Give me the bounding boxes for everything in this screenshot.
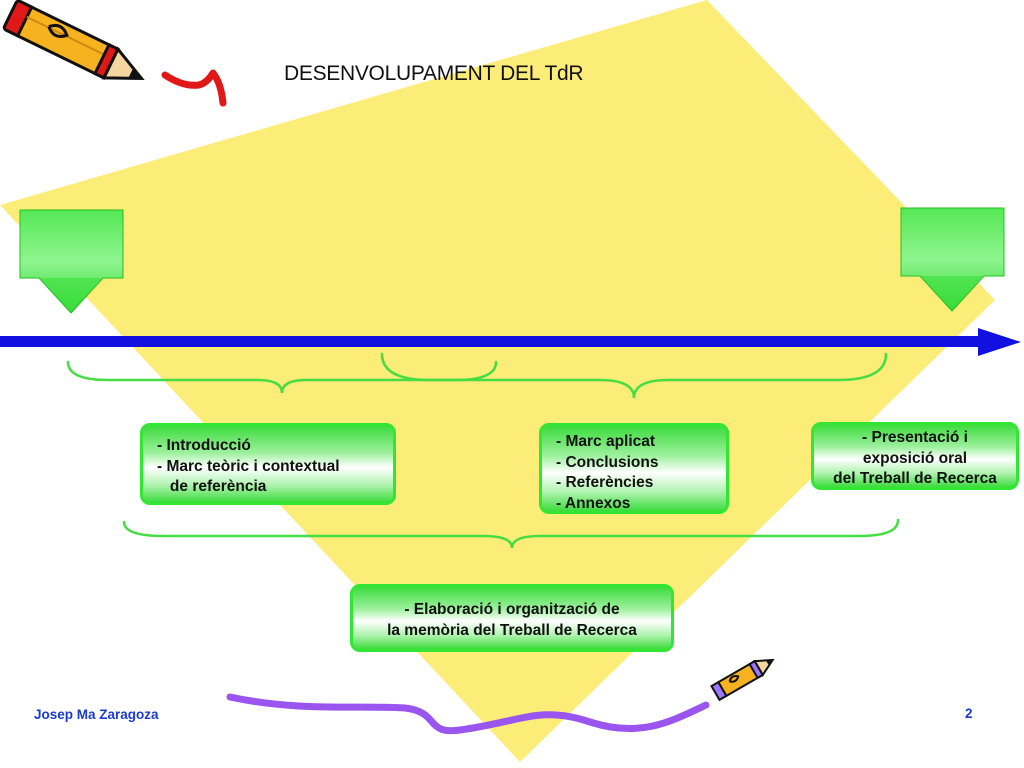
box-line: - Marc aplicat bbox=[556, 433, 656, 450]
box-line: la memòria del Treball de Recerca bbox=[387, 621, 637, 639]
box-line: - Introducció bbox=[157, 437, 251, 454]
phase-box-elaboration: - Elaboració i organització de la memòri… bbox=[350, 584, 674, 652]
box-line: exposició oral bbox=[862, 449, 968, 467]
squiggle-line bbox=[226, 693, 710, 735]
box-line: - Elaboració i organització de bbox=[404, 601, 620, 618]
down-arrow-icon bbox=[900, 207, 1005, 312]
pencil-icon bbox=[710, 658, 775, 702]
brace-full-writing bbox=[122, 518, 900, 549]
phase-box-presentation: - Presentació i exposició oral del Treba… bbox=[811, 422, 1019, 490]
pencil-scribble bbox=[161, 69, 227, 107]
phase-box-applied: - Marc aplicat - Conclusions - Referènci… bbox=[539, 423, 729, 514]
phase-box-introduction: - Introducció - Marc teòric i contextual… bbox=[140, 423, 396, 505]
box-line: - Annexos bbox=[556, 494, 631, 512]
box-line: - Marc teòric i contextual bbox=[157, 457, 340, 475]
box-line: - Referències bbox=[556, 474, 654, 491]
box-line: del Treball de Recerca bbox=[833, 470, 997, 487]
slide-title: DESENVOLUPAMENT DEL TdR bbox=[284, 62, 584, 85]
brace-second-phase bbox=[380, 352, 888, 399]
down-arrow-icon bbox=[19, 209, 124, 314]
page-number: 2 bbox=[965, 706, 973, 721]
pencil-icon bbox=[2, 0, 145, 80]
timeline-arrow bbox=[0, 328, 1021, 356]
author-name: Josep Ma Zaragoza bbox=[34, 707, 159, 722]
box-line: - Conclusions bbox=[556, 453, 659, 471]
box-line: de referència bbox=[157, 478, 267, 495]
box-line: - Presentació i bbox=[862, 429, 968, 446]
